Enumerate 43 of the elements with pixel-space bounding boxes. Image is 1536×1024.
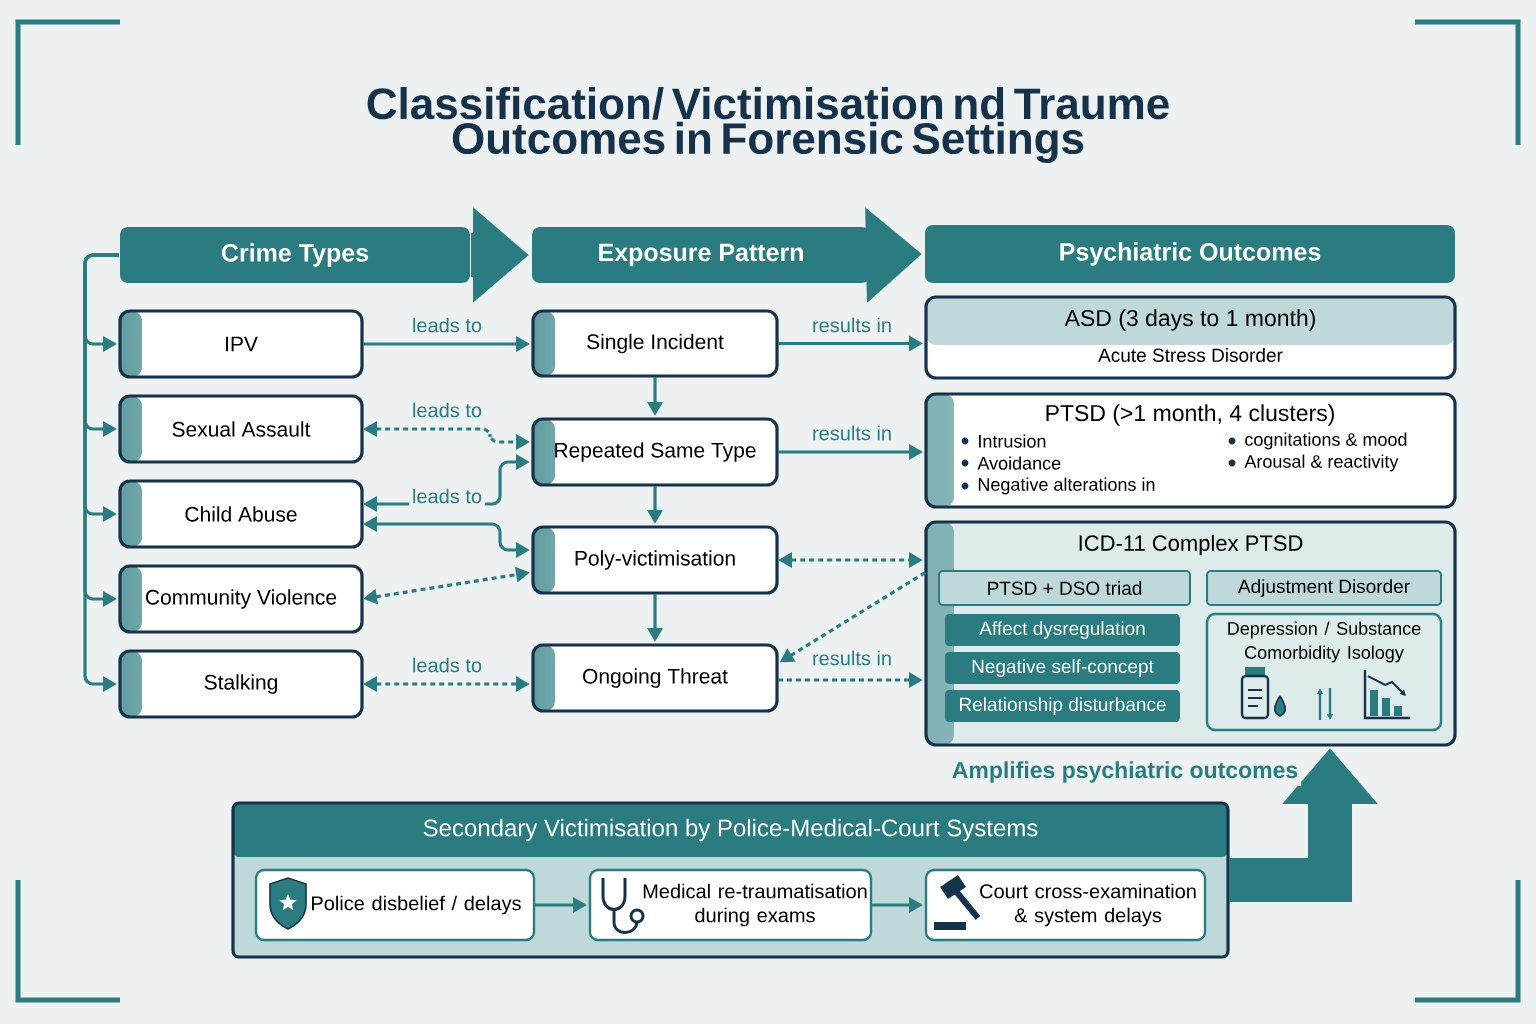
stage-box: Poly-victimisation bbox=[531, 525, 779, 595]
subheading-box: PTSD + DSO triad bbox=[938, 570, 1191, 606]
category-box: IPV bbox=[118, 309, 364, 379]
header-banner: Psychiatric Outcomes bbox=[925, 225, 1455, 283]
bullet-item: Avoidance bbox=[961, 456, 1061, 470]
step-box bbox=[924, 868, 1207, 942]
outcome-box bbox=[924, 295, 1457, 380]
category-box: Stalking bbox=[118, 649, 364, 719]
box-title: ICD-11 Complex PTSD bbox=[1079, 534, 1303, 556]
bullet-item: Negative alterations in bbox=[961, 477, 1155, 495]
edge-label: Amplifies psychiatric outcomes bbox=[948, 758, 1302, 786]
bullet-item: Intrusion bbox=[961, 434, 1046, 448]
node-label: Crime Types bbox=[221, 243, 369, 267]
box-title: PTSD (>1 month, 4 clusters) bbox=[1046, 404, 1334, 426]
box-text: Depression / Substance Comorbidity Isology bbox=[1228, 621, 1421, 663]
symptom-bar: Negative self-concept bbox=[945, 652, 1180, 684]
step-text: Police disbelief / delays bbox=[312, 895, 521, 915]
step-box bbox=[588, 868, 873, 942]
stage-box: Ongoing Threat bbox=[531, 643, 779, 713]
step-text: Court cross-examination & system delays bbox=[980, 883, 1196, 927]
bullet-item: Arousal & reactivity bbox=[1228, 454, 1399, 472]
panel-title: Secondary Victimisation by Police-Medical-Court Systems bbox=[423, 818, 1038, 842]
box-title: ASD (3 days to 1 month) bbox=[1064, 309, 1315, 331]
stage-box: Repeated Same Type bbox=[531, 417, 779, 487]
step-text: Medical re-traumatisation during exams bbox=[643, 883, 867, 927]
edge-label: results in bbox=[809, 647, 895, 669]
symptom-bar: Relationship disturbance bbox=[945, 690, 1180, 722]
step-box bbox=[254, 868, 536, 942]
bullet-item: cognitations & mood bbox=[1228, 432, 1407, 450]
title: Classification/ Victimisation nd Traume Outcomes in Forensic Settings bbox=[367, 87, 1169, 163]
node-label: Exposure Pattern bbox=[599, 243, 803, 267]
category-box: Sexual Assault bbox=[118, 394, 364, 464]
symptom-bar: Affect dysregulation bbox=[945, 614, 1180, 646]
subheading-box: Adjustment Disorder bbox=[1206, 570, 1442, 606]
stage-box: Single Incident bbox=[531, 309, 779, 378]
edge-label: results in bbox=[809, 422, 895, 444]
category-box: Community Violence bbox=[118, 564, 364, 634]
box-subtitle: Acute Stress Disorder bbox=[1098, 348, 1283, 362]
header-banner: Crime Types bbox=[120, 227, 470, 283]
category-box: Child Abuse bbox=[118, 479, 364, 549]
edge-label: results in bbox=[809, 314, 895, 336]
outcome-box bbox=[924, 392, 1457, 509]
comorbidity-box bbox=[1205, 612, 1443, 732]
